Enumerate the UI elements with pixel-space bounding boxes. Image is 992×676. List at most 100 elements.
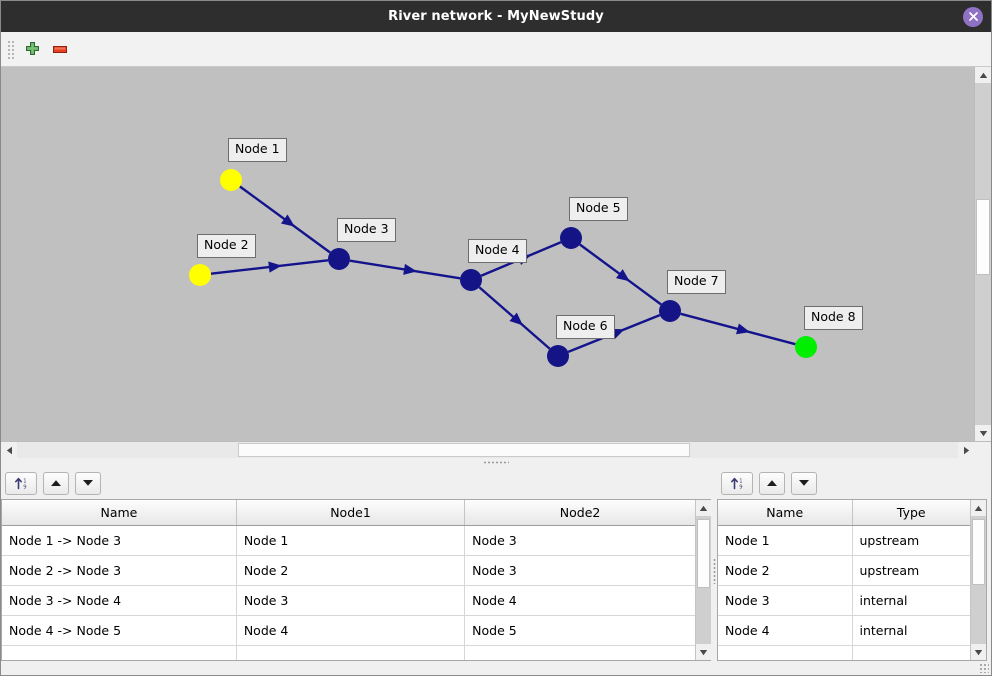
graph-node-label[interactable]: Node 2 xyxy=(197,234,256,258)
canvas-horizontal-scrollbar[interactable] xyxy=(1,441,991,458)
table-cell[interactable]: upstream xyxy=(852,555,970,586)
graph-node[interactable] xyxy=(328,248,350,270)
delete-node-button[interactable] xyxy=(46,35,74,63)
table-cell[interactable]: Node 2 xyxy=(718,555,853,586)
table-cell[interactable]: Node 2 -> Node 3 xyxy=(2,555,237,586)
table-cell[interactable]: Node 3 xyxy=(718,585,853,616)
reaches-move-down-button[interactable] xyxy=(75,471,101,495)
scroll-down-button[interactable] xyxy=(975,425,991,441)
toolbar-drag-handle[interactable] xyxy=(7,39,14,59)
table-cell[interactable] xyxy=(718,645,853,660)
table-cell[interactable]: Node 3 xyxy=(464,525,695,556)
table-cell[interactable] xyxy=(236,645,466,660)
table-cell[interactable] xyxy=(2,645,237,660)
graph-node-label[interactable]: Node 3 xyxy=(337,218,396,242)
reaches-vertical-scrollbar[interactable] xyxy=(695,500,711,660)
table-cell[interactable]: internal xyxy=(852,615,970,646)
nodes-move-up-button[interactable] xyxy=(759,471,785,495)
table-cell[interactable]: Node 3 xyxy=(464,555,695,586)
network-canvas[interactable]: Node 1 Node 2 Node 3 Node 4 Node 5 Node 6 Node… xyxy=(1,67,974,441)
graph-edge-arrow xyxy=(509,312,523,326)
scrollbar-corner xyxy=(974,442,991,458)
graph-node[interactable] xyxy=(460,269,482,291)
nodes-move-down-button[interactable] xyxy=(791,471,817,495)
triangle-down-icon xyxy=(799,480,809,486)
graph-node[interactable] xyxy=(795,336,817,358)
graph-node-label[interactable]: Node 5 xyxy=(569,197,628,221)
table-cell[interactable]: internal xyxy=(852,585,970,616)
graph-node[interactable] xyxy=(560,227,582,249)
canvas-vscroll-track[interactable] xyxy=(975,83,991,425)
vertical-splitter[interactable] xyxy=(711,467,717,675)
triangle-down-icon xyxy=(83,480,93,486)
canvas-vertical-scrollbar[interactable] xyxy=(974,67,991,441)
nodes-scroll-up-button[interactable] xyxy=(971,500,986,516)
add-node-button[interactable] xyxy=(18,35,46,63)
table-cell[interactable]: Node 3 xyxy=(236,585,466,616)
triangle-up-icon xyxy=(51,480,61,486)
reaches-panel: 1 9 xyxy=(1,467,711,675)
table-cell[interactable]: Node 2 xyxy=(236,555,466,586)
nodes-sort-button[interactable]: 1 9 xyxy=(721,471,753,495)
table-row-partial[interactable] xyxy=(718,645,970,660)
graph-node[interactable] xyxy=(189,264,211,286)
scroll-right-button[interactable] xyxy=(958,442,974,458)
table-cell[interactable]: Node 3 -> Node 4 xyxy=(2,585,237,616)
triangle-down-icon xyxy=(974,649,983,655)
table-cell[interactable] xyxy=(852,645,970,660)
column-header[interactable]: Name xyxy=(2,500,237,526)
nodes-scroll-down-button[interactable] xyxy=(971,644,986,660)
reaches-vscroll-thumb[interactable] xyxy=(697,518,710,588)
table-cell[interactable]: Node 1 xyxy=(236,525,466,556)
reaches-vscroll-track[interactable] xyxy=(696,516,711,644)
column-header[interactable]: Type xyxy=(852,500,970,526)
canvas-hscroll-track[interactable] xyxy=(17,442,958,458)
table-cell[interactable]: Node 5 xyxy=(464,615,695,646)
nodes-vertical-scrollbar[interactable] xyxy=(970,500,986,660)
graph-node-label[interactable]: Node 7 xyxy=(667,270,726,294)
graph-node-label[interactable]: Node 1 xyxy=(228,138,287,162)
column-header[interactable]: Node2 xyxy=(464,500,695,526)
table-cell[interactable]: upstream xyxy=(852,525,970,556)
table-cell[interactable]: Node 4 xyxy=(236,615,466,646)
graph-node[interactable] xyxy=(547,345,569,367)
horizontal-splitter[interactable] xyxy=(1,458,991,467)
table-cell[interactable]: Node 4 -> Node 5 xyxy=(2,615,237,646)
table-row-partial[interactable] xyxy=(2,645,695,660)
reaches-move-up-button[interactable] xyxy=(43,471,69,495)
table-cell[interactable] xyxy=(464,645,695,660)
graph-node[interactable] xyxy=(659,300,681,322)
table-cell[interactable]: Node 1 -> Node 3 xyxy=(2,525,237,556)
reaches-sort-button[interactable]: 1 9 xyxy=(5,471,37,495)
title-bar: River network - MyNewStudy xyxy=(1,1,991,32)
column-header[interactable]: Node1 xyxy=(236,500,466,526)
graph-node[interactable] xyxy=(220,169,242,191)
canvas-vscroll-thumb[interactable] xyxy=(976,199,990,275)
scroll-left-button[interactable] xyxy=(1,442,17,458)
scroll-up-button[interactable] xyxy=(975,67,991,83)
table-cell[interactable]: Node 1 xyxy=(718,525,853,556)
canvas-hscroll-thumb[interactable] xyxy=(238,443,690,457)
graph-node-label[interactable]: Node 8 xyxy=(804,306,863,330)
reaches-scroll-up-button[interactable] xyxy=(696,500,711,516)
graph-node-label[interactable]: Node 4 xyxy=(468,239,527,263)
column-header[interactable]: Name xyxy=(718,500,853,526)
nodes-vscroll-thumb[interactable] xyxy=(972,518,985,586)
window-resize-grip[interactable] xyxy=(979,663,989,673)
table-cell[interactable]: Node 4 xyxy=(718,615,853,646)
table-cell[interactable]: Node 4 xyxy=(464,585,695,616)
close-button[interactable] xyxy=(963,6,983,27)
reaches-scroll-down-button[interactable] xyxy=(696,644,711,660)
nodes-vscroll-track[interactable] xyxy=(971,516,986,644)
graph-node-label[interactable]: Node 6 xyxy=(556,315,615,339)
